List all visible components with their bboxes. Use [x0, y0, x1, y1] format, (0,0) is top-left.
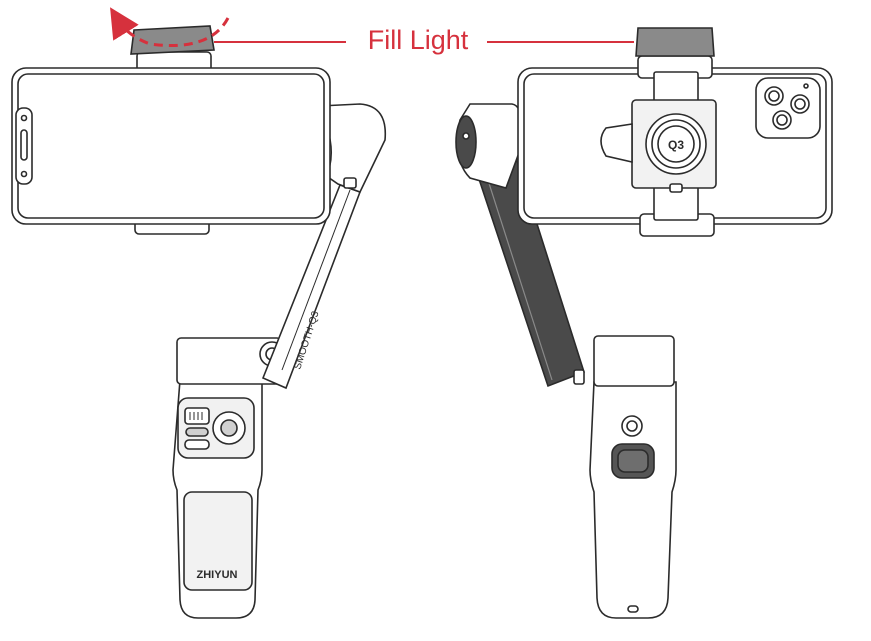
display-window — [184, 407, 210, 425]
gimbal-rear-view — [455, 27, 833, 619]
fill-light-leader-right — [487, 41, 634, 43]
pan-motor-cap — [455, 115, 477, 169]
arm-lock-clip — [343, 177, 357, 189]
gimbal-front-view — [11, 25, 387, 619]
camera-module — [755, 77, 821, 139]
front-grip-pad — [183, 491, 253, 591]
fill-light-rotation-arrow — [110, 7, 230, 48]
usb-port — [627, 605, 639, 613]
battery-indicator-icon — [189, 412, 203, 420]
roll-motor-housing-rear — [593, 335, 675, 387]
joystick-thumbstick — [220, 419, 238, 437]
clamp-label: Q3 — [668, 138, 684, 152]
rear-handle — [589, 381, 677, 619]
fill-light-leader-left — [214, 41, 346, 43]
front-phone-body — [11, 67, 331, 225]
front-fill-light — [130, 25, 215, 55]
rear-fill-light — [635, 27, 715, 57]
brand-label: ZHIYUN — [197, 569, 238, 581]
trigger-bar — [184, 439, 210, 450]
rear-arm-clip — [573, 369, 585, 385]
mode-button — [185, 427, 209, 437]
fill-light-label: Fill Light — [367, 25, 469, 55]
